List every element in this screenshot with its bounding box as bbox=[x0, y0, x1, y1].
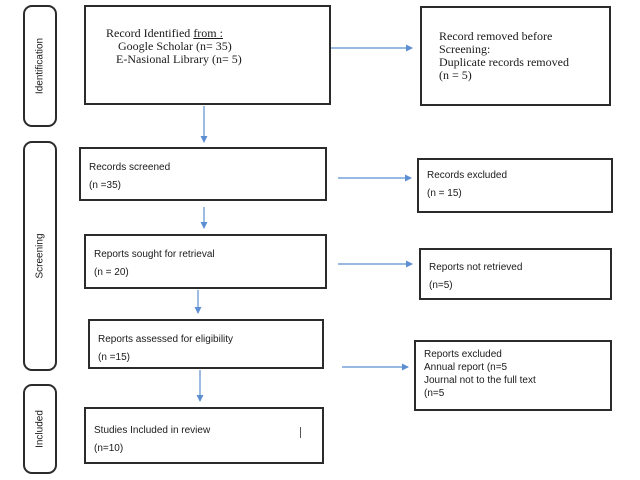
records-removed-line-4: (n = 5) bbox=[439, 68, 472, 82]
studies-included-count: (n=10) bbox=[94, 443, 124, 454]
text-cursor-icon bbox=[300, 427, 301, 438]
records-excluded-count: (n = 15) bbox=[427, 188, 462, 199]
reports-assessed-count: (n =15) bbox=[98, 352, 130, 363]
studies-included-box: Studies Included in review (n=10) bbox=[84, 407, 324, 464]
reports-sought-label: Reports sought for retrieval bbox=[94, 249, 215, 260]
records-screened-label: Records screened bbox=[89, 162, 171, 173]
reports-excluded-reason-2: Journal not to the full text bbox=[424, 375, 536, 386]
reports-assessed-box: Reports assessed for eligibility (n =15) bbox=[88, 319, 324, 369]
phase-screening: Screening bbox=[23, 141, 57, 371]
reports-sought-count: (n = 20) bbox=[94, 267, 129, 278]
records-removed-line-2: Screening: bbox=[439, 42, 491, 56]
reports-not-retrieved-count: (n=5) bbox=[429, 280, 453, 291]
records-excluded-label: Records excluded bbox=[427, 170, 508, 181]
reports-not-retrieved-box: Reports not retrieved (n=5) bbox=[419, 248, 612, 300]
records-screened-box: Records screened (n =35) bbox=[79, 147, 327, 201]
records-screened-count: (n =35) bbox=[89, 180, 121, 191]
source-e-nasional-library: E-Nasional Library (n= 5) bbox=[116, 52, 242, 66]
records-removed-box: Record removed before Screening: Duplica… bbox=[420, 6, 611, 106]
reports-not-retrieved-label: Reports not retrieved bbox=[429, 262, 523, 273]
reports-sought-box: Reports sought for retrieval (n = 20) bbox=[84, 234, 327, 289]
phase-included: Included bbox=[23, 384, 57, 474]
reports-excluded-box: Reports excluded Annual report (n=5 Jour… bbox=[414, 340, 612, 411]
records-identified-title: Record Identified from : bbox=[106, 26, 223, 40]
reports-excluded-label: Reports excluded bbox=[424, 349, 502, 360]
records-removed-line-1: Record removed before bbox=[439, 29, 553, 43]
source-google-scholar: Google Scholar (n= 35) bbox=[118, 39, 232, 53]
records-identified-box: Record Identified from : Google Scholar … bbox=[84, 5, 331, 105]
phase-identification: Identification bbox=[23, 5, 57, 127]
reports-excluded-reason-3: (n=5 bbox=[424, 388, 445, 399]
reports-assessed-label: Reports assessed for eligibility bbox=[98, 334, 234, 345]
records-removed-line-3: Duplicate records removed bbox=[439, 55, 569, 69]
records-excluded-box: Records excluded (n = 15) bbox=[417, 158, 613, 213]
reports-excluded-reason-1: Annual report (n=5 bbox=[424, 362, 508, 373]
studies-included-label: Studies Included in review bbox=[94, 425, 211, 436]
